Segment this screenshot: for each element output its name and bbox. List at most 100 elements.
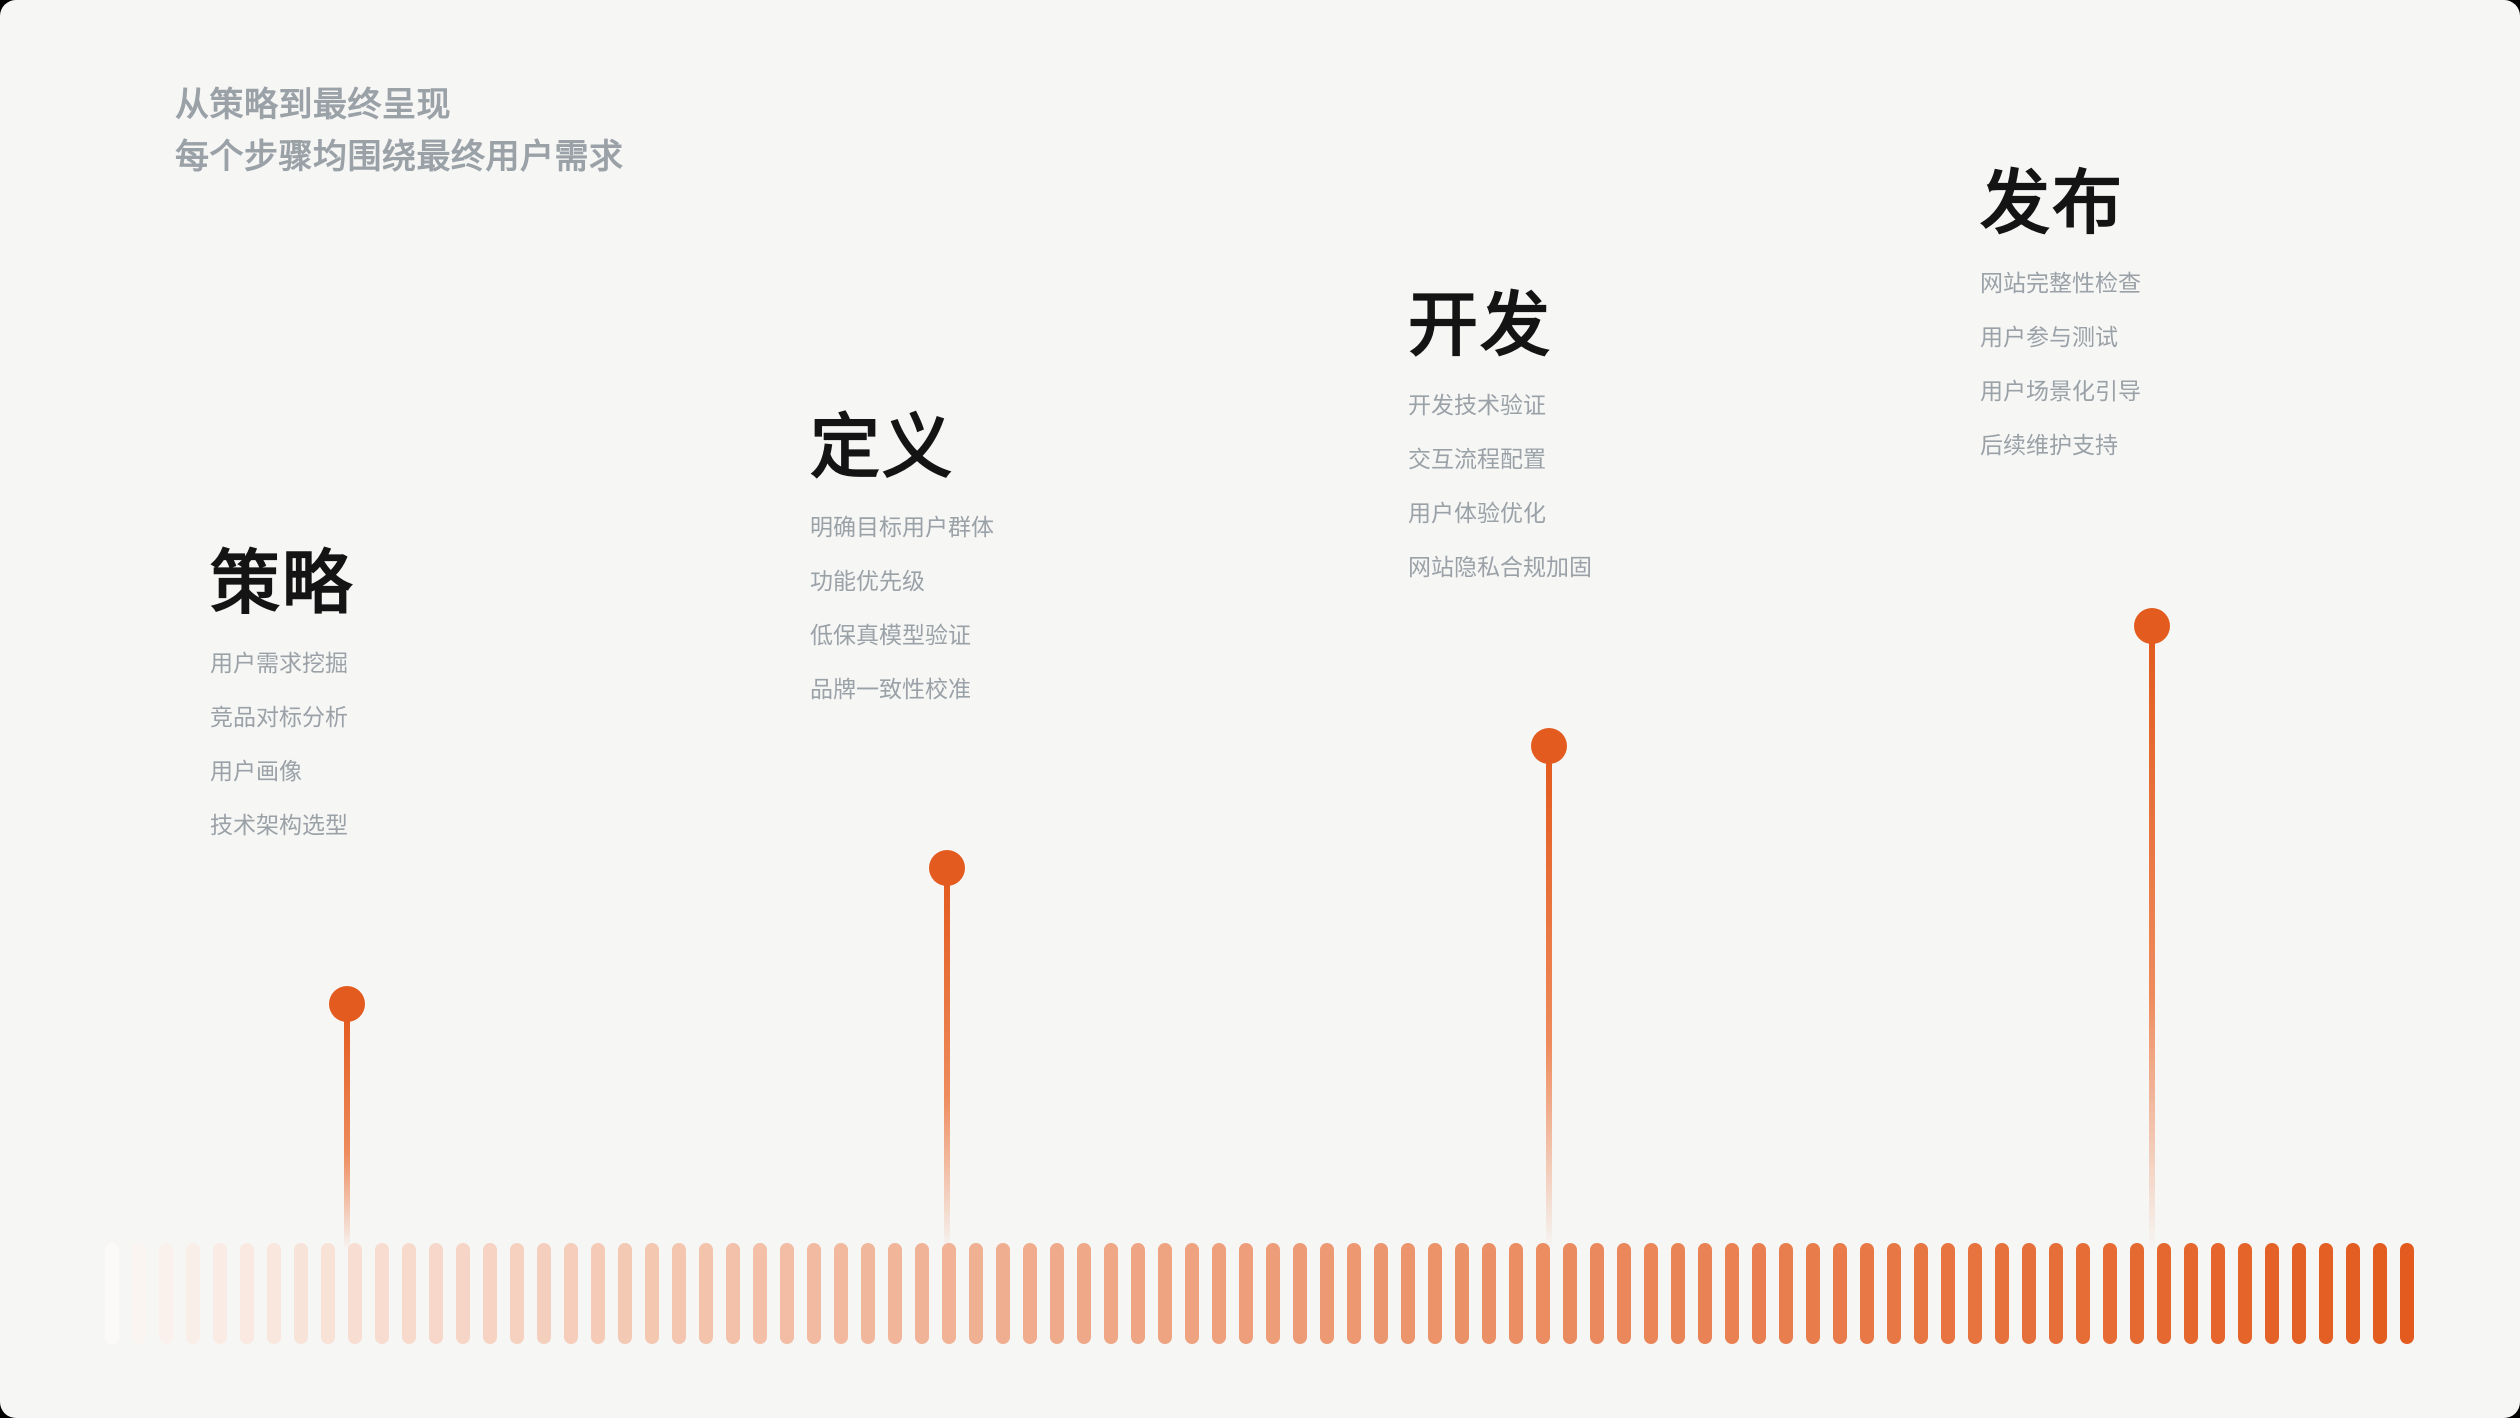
stage-title-strategy: 策略 <box>210 544 354 622</box>
stage-item: 后续维护支持 <box>1980 432 2118 458</box>
progress-bar-segment <box>1266 1243 1280 1344</box>
progress-bar-segment <box>996 1243 1010 1344</box>
progress-bar-segment <box>1104 1243 1118 1344</box>
pin-dot-icon <box>2134 608 2170 644</box>
stage-item: 低保真模型验证 <box>810 622 971 648</box>
progress-bar-segment <box>456 1243 470 1344</box>
progress-bar-segment <box>861 1243 875 1344</box>
progress-bar-segment <box>483 1243 497 1344</box>
header-line-2: 每个步骤均围绕最终用户需求 <box>175 137 624 176</box>
pin-stem <box>1546 758 1552 1251</box>
progress-bar-segment <box>2265 1243 2279 1344</box>
pin-dot-icon <box>929 850 965 886</box>
progress-bar-segment <box>942 1243 956 1344</box>
progress-bar-segment <box>1401 1243 1415 1344</box>
progress-bar-segment <box>159 1243 173 1344</box>
progress-bar-segment <box>2346 1243 2360 1344</box>
progress-bar-segment <box>726 1243 740 1344</box>
header-line-1: 从策略到最终呈现 <box>175 86 451 124</box>
progress-bar-segment <box>1131 1243 1145 1344</box>
progress-bar-segment <box>1968 1243 1982 1344</box>
progress-bar-segment <box>807 1243 821 1344</box>
progress-bar-segment <box>1374 1243 1388 1344</box>
progress-bar-segment <box>1509 1243 1523 1344</box>
progress-bar-segment <box>672 1243 686 1344</box>
progress-bar-segment <box>348 1243 362 1344</box>
progress-bar-segment <box>429 1243 443 1344</box>
stage-title-define: 定义 <box>810 408 954 486</box>
progress-bar-strip <box>105 1243 2427 1344</box>
progress-bar-segment <box>510 1243 524 1344</box>
progress-bar-segment <box>753 1243 767 1344</box>
pin-dot-icon <box>1531 728 1567 764</box>
progress-bar-segment <box>1212 1243 1226 1344</box>
progress-bar-segment <box>1806 1243 1820 1344</box>
progress-bar-segment <box>1779 1243 1793 1344</box>
stage-item: 交互流程配置 <box>1408 446 1546 472</box>
progress-bar-segment <box>1239 1243 1253 1344</box>
progress-bar-segment <box>1563 1243 1577 1344</box>
stage-item-list-develop: 开发技术验证交互流程配置用户体验优化网站隐私合规加固 <box>1408 394 1592 579</box>
progress-bar-segment <box>2292 1243 2306 1344</box>
pin-stem <box>2149 638 2155 1251</box>
progress-bar-segment <box>1077 1243 1091 1344</box>
progress-bar-segment <box>969 1243 983 1344</box>
progress-bar-segment <box>132 1243 146 1344</box>
progress-bar-segment <box>591 1243 605 1344</box>
progress-bar-segment <box>2373 1243 2387 1344</box>
stage-item: 网站隐私合规加固 <box>1408 554 1592 580</box>
progress-bar-segment <box>888 1243 902 1344</box>
progress-bar-segment <box>2238 1243 2252 1344</box>
progress-bar-segment <box>2103 1243 2117 1344</box>
progress-bar-segment <box>1644 1243 1658 1344</box>
progress-bar-segment <box>1860 1243 1874 1344</box>
stage-column-define: 定义明确目标用户群体功能优先级低保真模型验证品牌一致性校准 <box>810 412 994 732</box>
progress-bar-segment <box>1941 1243 1955 1344</box>
stage-item: 明确目标用户群体 <box>810 514 994 540</box>
progress-bar-segment <box>321 1243 335 1344</box>
progress-bar-segment <box>105 1243 119 1344</box>
progress-bar-segment <box>1185 1243 1199 1344</box>
progress-bar-segment <box>1914 1243 1928 1344</box>
progress-bar-segment <box>1023 1243 1037 1344</box>
progress-bar-segment <box>213 1243 227 1344</box>
progress-bar-segment <box>1050 1243 1064 1344</box>
progress-bar-segment <box>2319 1243 2333 1344</box>
stage-column-develop: 开发开发技术验证交互流程配置用户体验优化网站隐私合规加固 <box>1408 290 1592 610</box>
stage-title-develop: 开发 <box>1408 286 1552 364</box>
stage-item: 用户画像 <box>210 758 302 784</box>
progress-bar-segment <box>1725 1243 1739 1344</box>
pin-dot-icon <box>329 986 365 1022</box>
progress-bar-segment <box>267 1243 281 1344</box>
stage-item: 网站完整性检查 <box>1980 270 2141 296</box>
progress-bar-segment <box>240 1243 254 1344</box>
pin-stem <box>344 1016 350 1251</box>
progress-bar-segment <box>1671 1243 1685 1344</box>
stage-column-launch: 发布网站完整性检查用户参与测试用户场景化引导后续维护支持 <box>1980 168 2141 488</box>
progress-bar-segment <box>2049 1243 2063 1344</box>
progress-bar-segment <box>1347 1243 1361 1344</box>
progress-bar-segment <box>2211 1243 2225 1344</box>
stage-item: 用户场景化引导 <box>1980 378 2141 404</box>
stage-item: 用户需求挖掘 <box>210 650 348 676</box>
progress-bar-segment <box>618 1243 632 1344</box>
progress-bar-segment <box>1158 1243 1172 1344</box>
progress-bar-segment <box>1428 1243 1442 1344</box>
stage-title-launch: 发布 <box>1980 164 2124 242</box>
progress-bar-segment <box>2022 1243 2036 1344</box>
progress-bar-segment <box>2400 1243 2414 1344</box>
stage-item: 开发技术验证 <box>1408 392 1546 418</box>
progress-bar-segment <box>537 1243 551 1344</box>
progress-bar-segment <box>402 1243 416 1344</box>
progress-bar-segment <box>1293 1243 1307 1344</box>
progress-bar-segment <box>1482 1243 1496 1344</box>
progress-bar-segment <box>1833 1243 1847 1344</box>
progress-bar-segment <box>915 1243 929 1344</box>
progress-bar-segment <box>1887 1243 1901 1344</box>
progress-bar-segment <box>1995 1243 2009 1344</box>
pin-stem <box>944 880 950 1251</box>
stage-item: 用户参与测试 <box>1980 324 2118 350</box>
stage-column-strategy: 策略用户需求挖掘竞品对标分析用户画像技术架构选型 <box>210 548 354 868</box>
progress-bar-segment <box>2130 1243 2144 1344</box>
